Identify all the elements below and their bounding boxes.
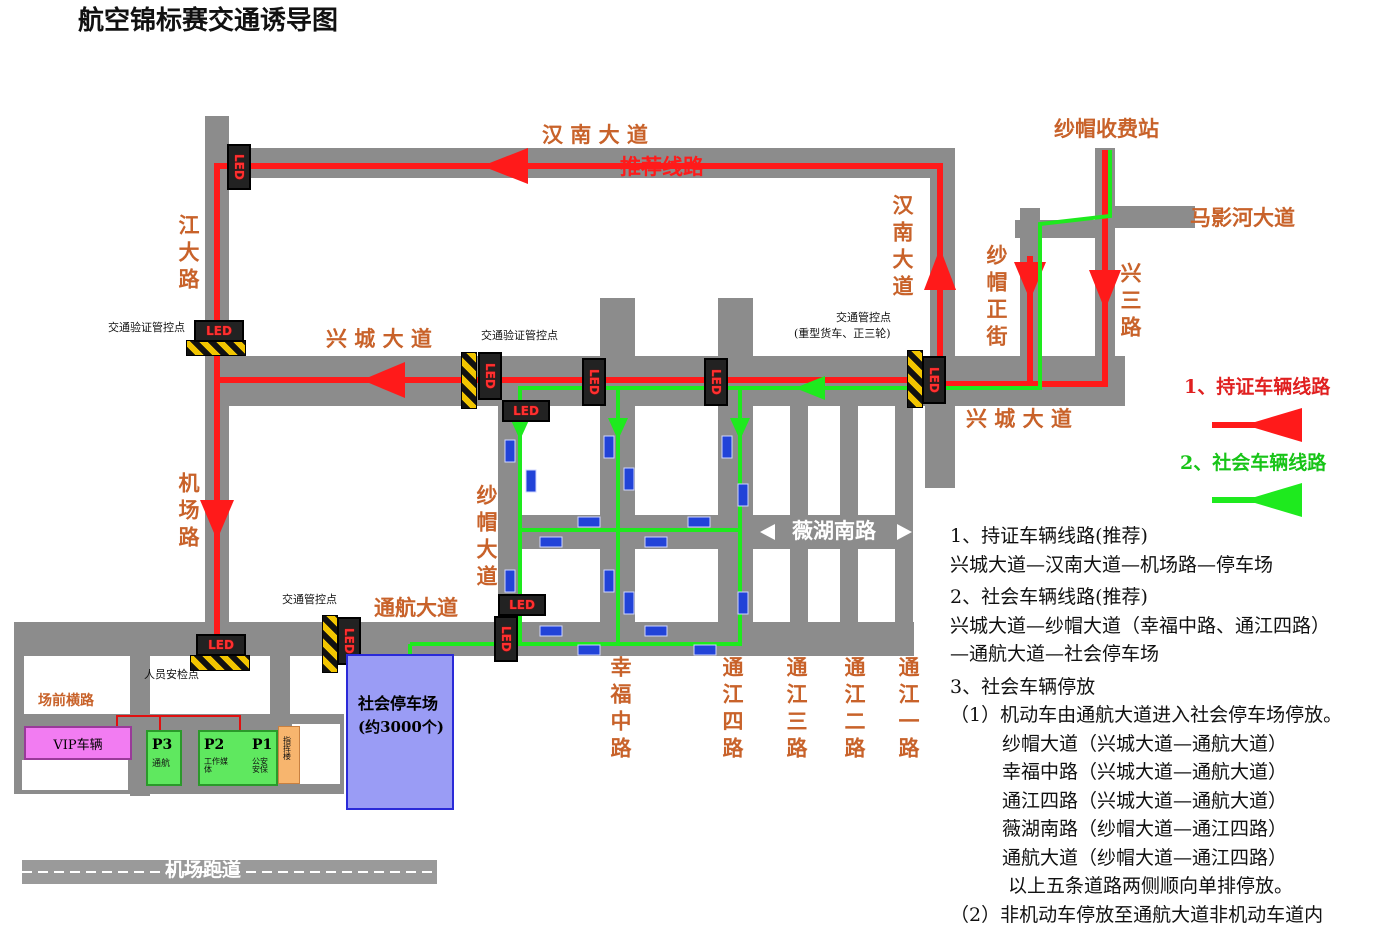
vip-lot-label: VIP车辆: [53, 737, 103, 753]
label-tongjiang2: 通江二路: [842, 656, 867, 764]
verify-mid-label: 交通验证管控点: [481, 329, 558, 342]
led-sign-xingfu: LED: [582, 358, 606, 406]
barrier-right: [907, 350, 923, 408]
barrier-mid: [461, 352, 477, 409]
p1-sub: 公安安保: [252, 757, 268, 774]
social-parking-lot[interactable]: 社会停车场 (约3000个): [346, 654, 454, 810]
note-line: 通江四路（兴城大道—通航大道）: [1002, 789, 1288, 812]
note-line: （2）非机动车停放至通航大道非机动车道内: [950, 903, 1324, 926]
note-line: 兴城大道—纱帽大道（幸福中路、通江四路）: [950, 614, 1331, 637]
barrier-left: [186, 340, 246, 356]
label-tongjiang3: 通江三路: [784, 656, 809, 764]
route-notes: 1、持证车辆线路(推荐) 兴城大道—汉南大道—机场路—停车场 2、社会车辆线路(…: [950, 522, 1342, 929]
led-sign-right: LED: [922, 356, 946, 404]
label-shamao-dadao: 纱帽大道: [474, 484, 499, 592]
p3-lot[interactable]: P3 通航: [146, 730, 182, 786]
label-xingsan: 兴三路: [1118, 262, 1143, 343]
command-label: 指挥楼: [283, 736, 291, 761]
led-sign-tongjiang4: LED: [704, 358, 728, 406]
legend-green-arrow: [1212, 483, 1302, 517]
note-line: （1）机动车由通航大道进入社会停车场停放。: [950, 704, 1343, 726]
label-tonghang: 通航大道: [374, 595, 458, 620]
legend-green: 2、社会车辆线路: [1180, 452, 1327, 474]
command-building: 指挥楼: [278, 726, 300, 784]
control-bottom-label: 交通管控点: [282, 593, 337, 606]
led-sign-shamao-bottom: LED: [498, 594, 546, 616]
parked-cars: [504, 435, 749, 656]
social-lot-capacity: (约3000个): [358, 718, 444, 736]
led-sign-jichang: LED: [196, 634, 246, 656]
note-line: 兴城大道—汉南大道—机场路—停车场: [950, 553, 1274, 576]
label-hannan-vert: 汉南大道: [890, 194, 915, 302]
p3-label: P3: [152, 737, 173, 753]
p3-sub: 通航: [152, 759, 171, 769]
barrier-bottom: [190, 655, 250, 671]
note-line: 3、社会车辆停放: [950, 675, 1096, 698]
led-sign-jiangda: LED: [194, 320, 244, 342]
note-line: 以上五条道路两侧顺向单排停放。: [1008, 875, 1294, 897]
legend-red-arrow: [1212, 408, 1302, 442]
led-sign-tonghang-corner: LED: [494, 616, 518, 662]
led-sign-mid: LED: [478, 352, 502, 400]
control-right-note: (重型货车、正三轮): [794, 327, 891, 340]
barrier-tonghang: [322, 615, 338, 673]
legend-red: 1、持证车辆线路: [1184, 376, 1331, 398]
note-line: 通航大道（纱帽大道—通江四路）: [1002, 846, 1288, 869]
verify-left-label: 交通验证管控点: [108, 321, 185, 334]
label-xingcheng-left: 兴 城 大 道: [326, 326, 432, 351]
label-jiangda: 江大路: [176, 214, 201, 295]
label-runway: 机场跑道: [165, 859, 242, 881]
led-sign-top-left: LED: [227, 144, 251, 190]
label-weihu-nan: 薇湖南路: [792, 518, 876, 543]
note-line: 1、持证车辆线路(推荐): [950, 525, 1148, 547]
note-line: —通航大道—社会停车场: [950, 643, 1160, 665]
runway: [22, 860, 437, 884]
page-title: 航空锦标赛交通诱导图: [78, 6, 339, 36]
note-line: 幸福中路（兴城大道—通航大道）: [1002, 761, 1288, 783]
label-jichang: 机场路: [176, 472, 201, 553]
label-xingfu-zhong: 幸福中路: [608, 656, 633, 764]
weihu-double-arrow: [760, 524, 912, 540]
social-lot-label: 社会停车场: [358, 694, 439, 713]
led-sign-shamao-top: LED: [502, 400, 550, 422]
label-xingcheng-right: 兴 城 大 道: [966, 406, 1072, 431]
label-tuijian: 推荐线路: [620, 154, 704, 179]
label-shamao-zhengjie: 纱帽正街: [984, 244, 1009, 352]
p2-label: P2: [204, 737, 225, 753]
vip-lot[interactable]: VIP车辆: [24, 726, 132, 760]
personnel-check-label: 人员安检点: [144, 668, 199, 681]
label-mayinghe: 马影河大道: [1190, 205, 1295, 230]
label-hannan-top: 汉 南 大 道: [542, 122, 648, 147]
label-tongjiang4: 通江四路: [720, 656, 745, 764]
p2-sub: 工作媒体: [204, 757, 228, 774]
note-line: 2、社会车辆线路(推荐): [950, 586, 1148, 608]
control-right-label: 交通管控点: [836, 311, 891, 324]
note-line: 纱帽大道（兴城大道—通航大道）: [1002, 732, 1288, 755]
label-changqian: 场前横路: [38, 693, 94, 709]
note-line: 薇湖南路（纱帽大道—通江四路）: [1002, 818, 1288, 840]
label-tongjiang1: 通江一路: [896, 656, 921, 764]
p2-p1-lot[interactable]: P2 工作媒体 P1 公安安保: [198, 730, 278, 786]
label-shamao-toll: 纱帽收费站: [1054, 116, 1159, 141]
p1-label: P1: [252, 737, 273, 753]
